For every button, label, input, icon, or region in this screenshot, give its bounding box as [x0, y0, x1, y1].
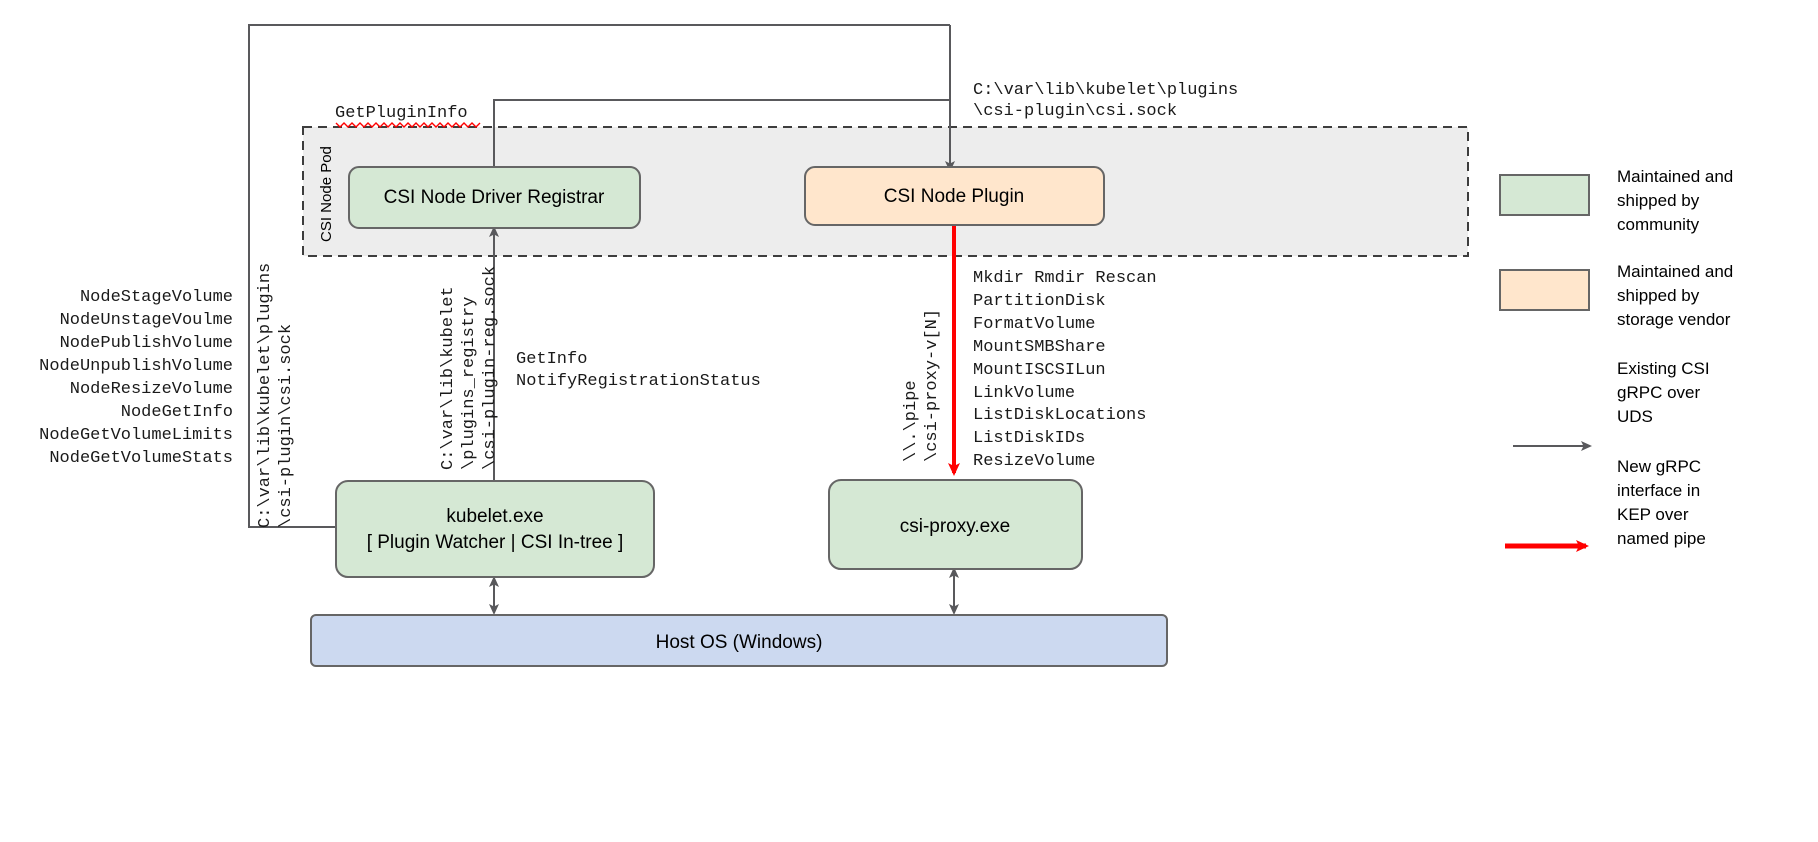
csi-node-rpc-item: NodeResizeVolume [70, 380, 233, 399]
svg-text:shipped by: shipped by [1617, 191, 1700, 210]
svg-text:C:\var\lib\kubelet: C:\var\lib\kubelet [439, 286, 458, 470]
csi-node-rpc-item: NodeUnpublishVolume [39, 357, 233, 376]
csi-proxy-api-item: ListDiskLocations [973, 406, 1146, 425]
svg-text:\plugins_registry: \plugins_registry [460, 297, 479, 470]
csi-proxy-api-item: LinkVolume [973, 384, 1075, 403]
svg-text:C:\var\lib\kubelet\plugins: C:\var\lib\kubelet\plugins [256, 263, 275, 528]
svg-text:\csi-plugin\csi.sock: \csi-plugin\csi.sock [277, 324, 296, 528]
legend-item-community: Maintained and shipped by community [1499, 167, 1733, 234]
csi-proxy-api-item: MountSMBShare [973, 338, 1106, 357]
svg-text:storage vendor: storage vendor [1617, 310, 1731, 329]
csi-node-rpc-item: NodeGetInfo [121, 403, 233, 422]
csi-node-rpc-item: NodeUnstageVoulme [60, 311, 233, 330]
node-csi-proxy-exe[interactable]: csi-proxy.exe [828, 479, 1083, 570]
csi-node-rpc-list: NodeStageVolume NodeUnstageVoulme NodePu… [39, 288, 233, 468]
label-kubelet-plugin-socket-vertical: C:\var\lib\kubelet\plugins \csi-plugin\c… [256, 263, 296, 528]
svg-text:UDS: UDS [1617, 407, 1653, 426]
svg-text:New gRPC: New gRPC [1617, 457, 1701, 476]
svg-text:\csi-plugin-reg.sock: \csi-plugin-reg.sock [481, 266, 500, 470]
csi-proxy-exe-label: csi-proxy.exe [900, 516, 1011, 537]
svg-text:\csi-proxy-v[N]: \csi-proxy-v[N] [923, 309, 942, 462]
legend-swatch-yellow [1499, 269, 1590, 311]
csi-node-rpc-item: NodeStageVolume [80, 288, 233, 307]
node-csi-node-plugin[interactable]: CSI Node Plugin [804, 166, 1105, 226]
csi-node-pod-label: CSI Node Pod [318, 146, 335, 242]
csi-proxy-api-item: MountISCSILun [973, 361, 1106, 380]
node-kubelet-exe[interactable]: kubelet.exe [ Plugin Watcher | CSI In-tr… [335, 480, 655, 578]
svg-text:community: community [1617, 215, 1700, 234]
svg-text:named pipe: named pipe [1617, 529, 1706, 548]
connector-kubelet-to-node-plugin [248, 24, 955, 528]
label-registrar-rpcs: GetInfo NotifyRegistrationStatus [516, 350, 761, 391]
legend-swatch-green [1499, 174, 1590, 216]
csi-proxy-api-item: PartitionDisk [973, 292, 1106, 311]
svg-text:GetPluginInfo: GetPluginInfo [335, 104, 468, 123]
connector-registrar-to-plugin [493, 99, 950, 170]
csi-node-rpc-item: NodePublishVolume [60, 334, 233, 353]
label-registry-socket-vertical: C:\var\lib\kubelet \plugins_registry \cs… [439, 266, 500, 470]
node-host-os[interactable]: Host OS (Windows) [310, 614, 1168, 667]
csi-proxy-api-item: FormatVolume [973, 315, 1095, 334]
label-get-plugin-info: GetPluginInfo [335, 104, 481, 128]
svg-text:\csi-plugin\csi.sock: \csi-plugin\csi.sock [973, 102, 1177, 121]
legend-item-new-grpc-kep: New gRPC interface in KEP over named pip… [1505, 457, 1706, 552]
node-csi-node-driver-registrar[interactable]: CSI Node Driver Registrar [348, 166, 641, 229]
label-named-pipe-vertical: \\.\pipe \csi-proxy-v[N] [902, 309, 942, 462]
csi-node-rpc-item: NodeGetVolumeStats [49, 449, 233, 468]
legend-item-storage-vendor: Maintained and shipped by storage vendor [1499, 262, 1733, 329]
svg-text:Maintained and: Maintained and [1617, 262, 1733, 281]
svg-text:GetInfo: GetInfo [516, 350, 587, 369]
csi-node-plugin-label: CSI Node Plugin [884, 186, 1024, 207]
svg-text:Maintained and: Maintained and [1617, 167, 1733, 186]
kubelet-exe-label-line1: kubelet.exe [446, 506, 543, 527]
svg-text:shipped by: shipped by [1617, 286, 1700, 305]
legend-item-existing-csi-grpc: Existing CSI gRPC over UDS [1513, 359, 1710, 451]
svg-text:gRPC over: gRPC over [1617, 383, 1700, 402]
csi-proxy-api-item: ListDiskIDs [973, 429, 1085, 448]
svg-text:\\.\pipe: \\.\pipe [902, 380, 921, 462]
legend: Maintained and shipped by community Main… [1499, 167, 1733, 552]
svg-text:interface in: interface in [1617, 481, 1700, 500]
svg-text:KEP over: KEP over [1617, 505, 1689, 524]
host-os-label: Host OS (Windows) [656, 632, 823, 653]
csi-proxy-api-item: Mkdir Rmdir Rescan [973, 269, 1157, 288]
svg-text:Existing CSI: Existing CSI [1617, 359, 1710, 378]
kubelet-exe-label-line2: [ Plugin Watcher | CSI In-tree ] [367, 532, 624, 553]
spellcheck-squiggle [335, 122, 481, 128]
svg-text:NotifyRegistrationStatus: NotifyRegistrationStatus [516, 372, 761, 391]
csi-node-driver-registrar-label: CSI Node Driver Registrar [384, 187, 605, 208]
csi-proxy-api-item: ResizeVolume [973, 452, 1095, 471]
csi-proxy-api-list: Mkdir Rmdir Rescan PartitionDisk FormatV… [973, 269, 1157, 471]
svg-text:C:\var\lib\kubelet\plugins: C:\var\lib\kubelet\plugins [973, 81, 1238, 100]
csi-node-rpc-item: NodeGetVolumeLimits [39, 426, 233, 445]
label-plugin-socket-path: C:\var\lib\kubelet\plugins \csi-plugin\c… [973, 81, 1238, 121]
